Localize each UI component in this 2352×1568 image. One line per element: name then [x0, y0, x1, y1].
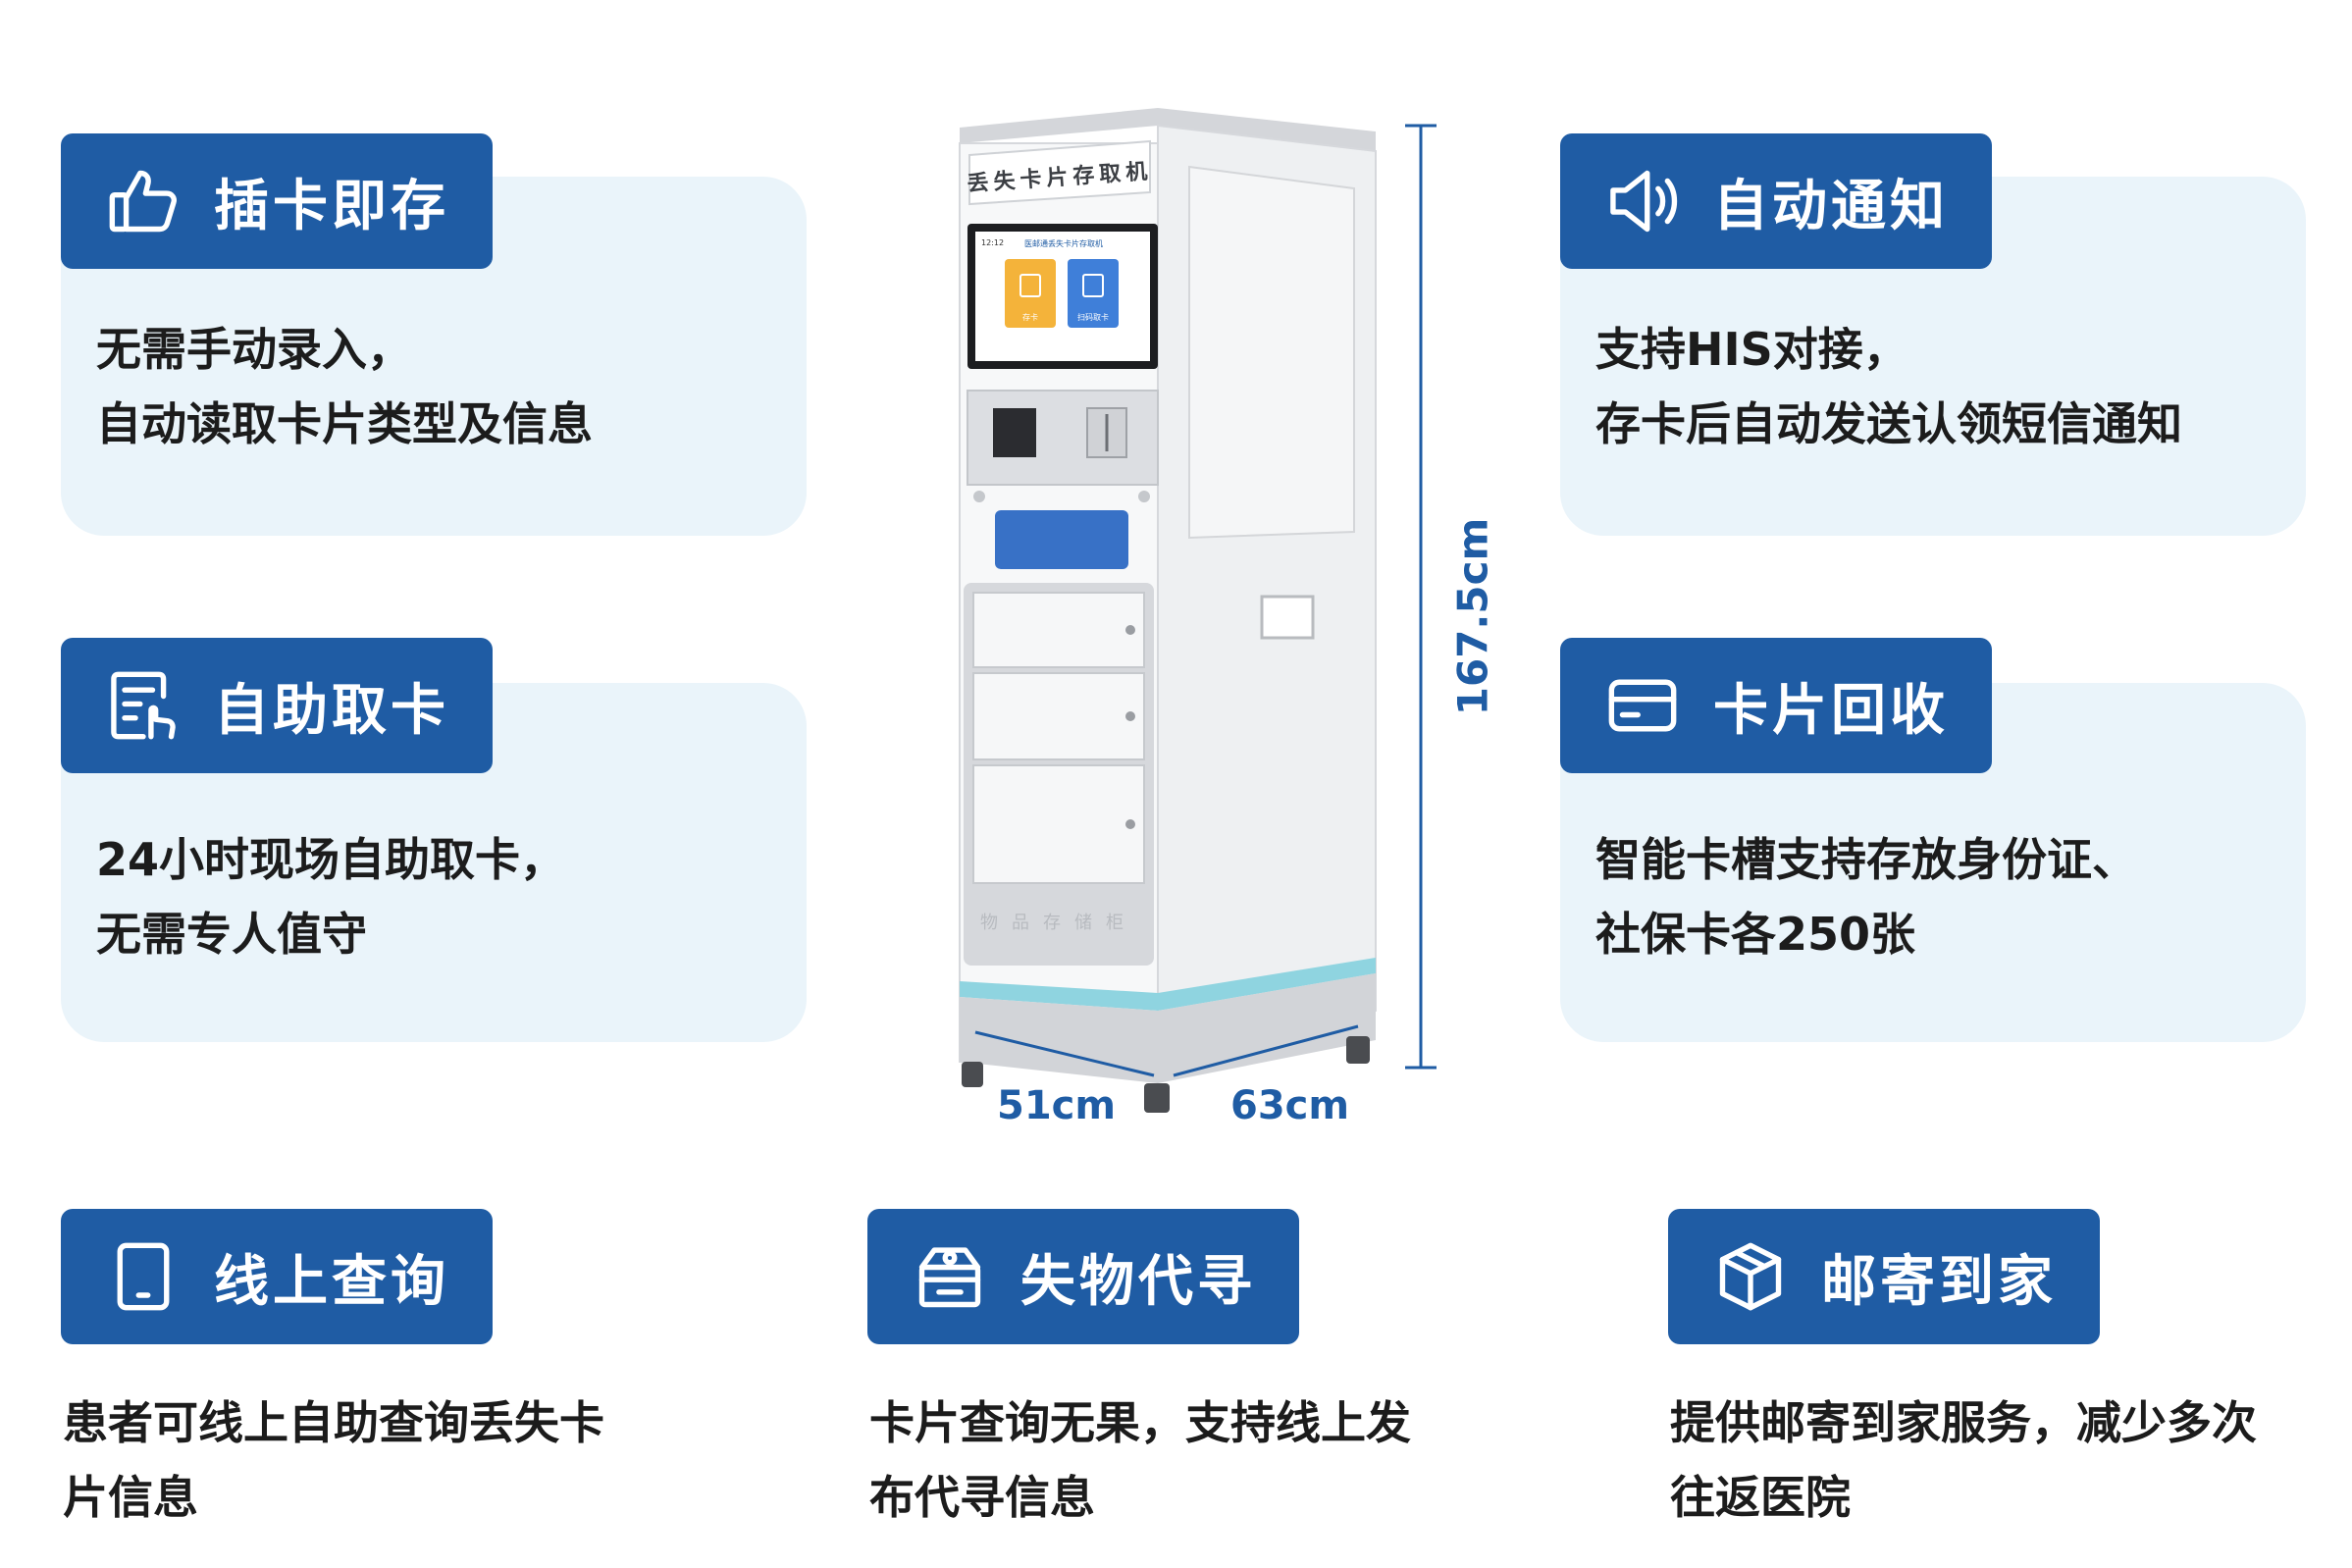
feature-desc-line: 片信息: [63, 1471, 198, 1524]
kiosk-side-handle: [1260, 595, 1315, 640]
height-label: 167.5cm: [1448, 517, 1497, 716]
kiosk-screw: [1138, 491, 1150, 502]
kiosk-screen-time: 12:12: [981, 238, 1004, 247]
card-kiosk-machine: 丢失卡片存取机 12:12 医邮通丢失卡片存取机 存卡 扫码取卡 物品存储柜: [959, 108, 1377, 1113]
kiosk-locker-door: [972, 764, 1145, 884]
feature-tag-store: 插卡即存: [61, 133, 493, 269]
box-search-icon: [918, 1247, 981, 1308]
feature-desc-line: 患者可线上自助查询丢失卡: [63, 1396, 604, 1449]
feature-desc-line: 无需专人值守: [96, 908, 367, 961]
touch-form-icon: [111, 671, 176, 740]
kiosk-screen: [975, 232, 1150, 361]
kiosk-pick-button-label: 扫码取卡: [1077, 312, 1109, 322]
kiosk-base: [960, 973, 1376, 1083]
feature-desc-line: 智能卡槽支持存放身份证、: [1595, 833, 2137, 886]
kiosk-locker-lock: [1125, 819, 1135, 829]
feature-tag-mail: 邮寄到家: [1668, 1209, 2100, 1344]
kiosk-locker-door: [972, 592, 1145, 668]
kiosk-pick-button: [1068, 259, 1119, 328]
feature-title: 卡片回收: [1713, 678, 1949, 743]
feature-desc-line: 存卡后自动发送认领短信通知: [1595, 397, 2182, 450]
kiosk-screw: [973, 491, 985, 502]
kiosk-card-reader: [993, 408, 1036, 457]
kiosk-wheel: [1144, 1083, 1170, 1113]
kiosk-blue-badge: [995, 510, 1128, 569]
width-dimension-line: [974, 1030, 1155, 1077]
kiosk-side-door: [1188, 165, 1355, 540]
feature-desc-line: 布代寻信息: [869, 1471, 1095, 1524]
feature-title: 失物代寻: [1020, 1249, 1256, 1314]
kiosk-top-cap: [960, 108, 1376, 151]
speaker-icon: [1610, 170, 1678, 233]
feature-title: 线上查询: [214, 1249, 449, 1314]
kiosk-header-plate: [968, 139, 1151, 206]
depth-dimension-line: [1173, 1024, 1359, 1077]
feature-tag-online: 线上查询: [61, 1209, 493, 1344]
kiosk-locker-lock: [1125, 711, 1135, 721]
feature-desc-line: 提供邮寄到家服务，减少多次: [1670, 1396, 2257, 1449]
feature-title: 自助取卡: [214, 678, 449, 743]
feature-desc-line: 支持HIS对接，: [1595, 323, 1908, 376]
feature-tag-notify: 自动通知: [1560, 133, 1992, 269]
feature-desc-line: 自动读取卡片类型及信息: [96, 397, 593, 450]
feature-title: 邮寄到家: [1821, 1249, 2057, 1314]
kiosk-pick-glyph: [1082, 274, 1104, 297]
kiosk-base-trim: [960, 958, 1376, 1011]
kiosk-locker-door: [972, 672, 1145, 760]
kiosk-locker-label: 物品存储柜: [980, 913, 1137, 933]
depth-label: 63cm: [1230, 1083, 1350, 1128]
kiosk-screen-title: 医邮通丢失卡片存取机: [1024, 238, 1103, 248]
width-label: 51cm: [997, 1083, 1117, 1128]
package-icon: [1719, 1242, 1782, 1311]
feature-desc-line: 24小时现场自助取卡，: [96, 833, 566, 886]
feature-title: 插卡即存: [214, 174, 449, 238]
feature-desc-line: 无需手动录入，: [96, 323, 412, 376]
feature-tag-lost: 失物代寻: [867, 1209, 1299, 1344]
kiosk-store-button-label: 存卡: [1022, 312, 1038, 322]
feature-desc-line: 往返医院: [1670, 1471, 1851, 1524]
feature-desc-line: 社保卡各250张: [1595, 908, 1916, 961]
kiosk-store-glyph: [1019, 274, 1041, 297]
kiosk-wheel: [1346, 1036, 1370, 1064]
kiosk-locker-lock: [1125, 625, 1135, 635]
kiosk-store-button: [1005, 259, 1056, 328]
feature-tag-recycle: 卡片回收: [1560, 638, 1992, 773]
tablet-icon: [117, 1242, 170, 1311]
thumbs-up-icon: [109, 170, 177, 233]
kiosk-wheel: [962, 1062, 983, 1087]
feature-tag-selfpick: 自助取卡: [61, 638, 493, 773]
feature-title: 自动通知: [1713, 174, 1949, 238]
card-icon: [1608, 679, 1677, 732]
feature-desc-line: 卡片查询无果，支持线上发: [869, 1396, 1411, 1449]
